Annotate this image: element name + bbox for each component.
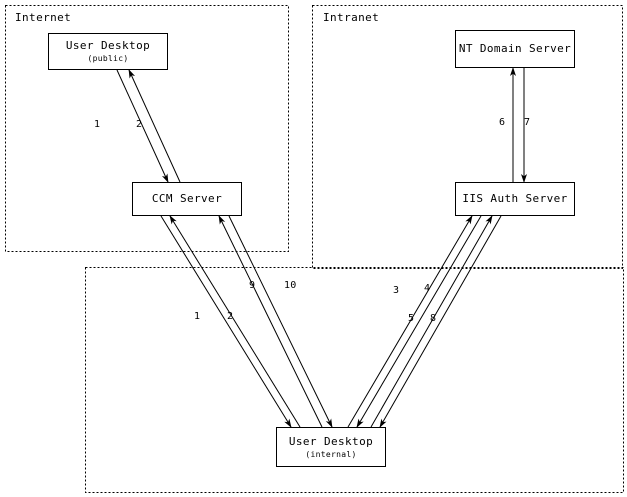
node-user-desktop-internal[interactable]: User Desktop(internal) bbox=[276, 427, 386, 467]
node-subtitle-user-desktop-public: (public) bbox=[87, 54, 129, 63]
flow-label-flow-8: 8 bbox=[430, 313, 437, 324]
flow-arrow-flow-4 bbox=[356, 215, 482, 428]
flow-arrow-layer bbox=[116, 67, 527, 428]
zone-boundary-intranet bbox=[312, 5, 623, 269]
node-subtitle-user-desktop-internal: (internal) bbox=[305, 449, 357, 459]
zone-boundary-internal-lan bbox=[85, 267, 624, 493]
node-title-user-desktop-internal: User Desktop bbox=[288, 434, 374, 448]
flow-arrow-flow-9 bbox=[218, 215, 323, 428]
flow-arrow-flow-3 bbox=[347, 215, 473, 428]
flow-label-flow-5: 5 bbox=[408, 313, 415, 324]
flow-label-flow-1-public: 1 bbox=[94, 119, 101, 130]
flow-label-flow-7: 7 bbox=[524, 117, 531, 128]
flow-arrow-flow-2-public bbox=[128, 69, 181, 183]
node-iis-auth-server[interactable]: IIS Auth Server bbox=[455, 182, 575, 216]
flow-label-flow-4: 4 bbox=[424, 283, 431, 294]
node-title-user-desktop-public: User Desktop bbox=[65, 39, 151, 52]
node-nt-domain-server[interactable]: NT Domain Server bbox=[455, 30, 575, 68]
node-ccm-server[interactable]: CCM Server bbox=[132, 182, 242, 216]
flow-label-flow-10: 10 bbox=[284, 280, 297, 291]
node-title-nt-domain-server: NT Domain Server bbox=[458, 42, 572, 55]
flow-label-flow-2-public: 2 bbox=[136, 119, 143, 130]
node-user-desktop-public[interactable]: User Desktop (public) bbox=[48, 33, 168, 70]
flow-arrow-flow-2-internal bbox=[169, 215, 301, 428]
flow-label-flow-3: 3 bbox=[393, 285, 400, 296]
flow-label-flow-1-internal: 1 bbox=[194, 311, 201, 322]
flow-arrow-flow-5 bbox=[370, 215, 493, 428]
flow-arrow-flow-10 bbox=[228, 215, 333, 428]
zone-border-layer bbox=[5, 5, 624, 493]
zone-boundary-internet bbox=[5, 5, 289, 252]
flow-label-flow-2-internal: 2 bbox=[227, 311, 234, 322]
flow-arrow-flow-1-public bbox=[116, 69, 169, 183]
node-title-iis-auth-server: IIS Auth Server bbox=[462, 192, 568, 205]
flow-arrow-flow-8 bbox=[379, 215, 502, 428]
node-title-ccm-server: CCM Server bbox=[151, 192, 223, 205]
zone-label-intranet: Intranet bbox=[323, 11, 380, 24]
zone-label-internet: Internet bbox=[15, 11, 72, 24]
flow-label-flow-6: 6 bbox=[499, 117, 506, 128]
flow-label-flow-9: 9 bbox=[249, 280, 256, 291]
flow-arrow-flow-1-internal bbox=[160, 215, 292, 428]
